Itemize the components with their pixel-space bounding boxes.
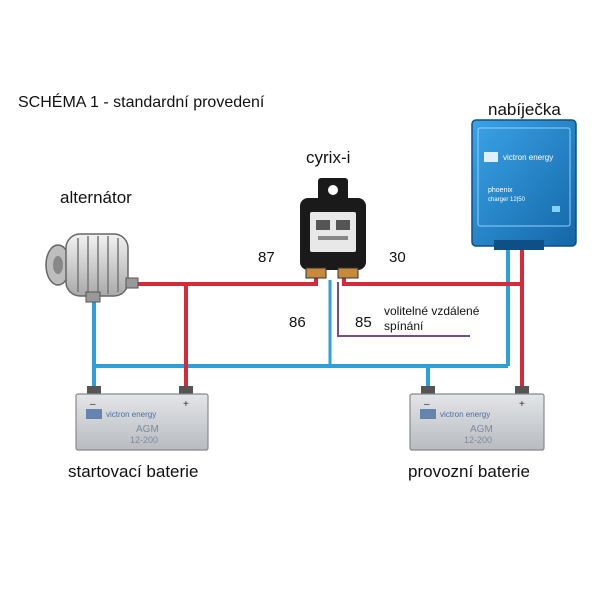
- service-battery-minus: –: [424, 399, 430, 410]
- remote-switch-note: volitelné vzdálené spínání: [384, 304, 480, 333]
- charger-model-line1: phoenix: [488, 187, 513, 194]
- start-battery-plus: +: [183, 399, 189, 410]
- charger: victron energy phoenix charger 12|50: [471, 119, 577, 250]
- control-wire-85: [337, 282, 470, 337]
- charger-brand: victron energy: [503, 153, 553, 162]
- service-battery-rating: 12-200: [464, 435, 492, 445]
- start-battery-type: AGM: [136, 424, 159, 435]
- alternator: [45, 233, 139, 303]
- start-battery-body: [75, 393, 209, 451]
- negative-wires: [92, 236, 510, 392]
- relay-label: cyrix-i: [306, 148, 351, 167]
- service-battery-logo: [420, 409, 436, 419]
- alternator-fins: [77, 236, 119, 294]
- service-battery-label: provozní baterie: [408, 462, 530, 481]
- terminal-30-label: 30: [389, 249, 406, 266]
- service-battery-type: AGM: [470, 424, 493, 435]
- charger-model-line2: charger 12|50: [488, 197, 526, 203]
- service-battery-body: [409, 393, 545, 451]
- terminal-87-label: 87: [258, 249, 275, 266]
- positive-wire-87: [138, 272, 318, 286]
- relay-terminal-30: [337, 267, 359, 279]
- alternator-mount: [85, 291, 101, 303]
- diagram-title: SCHÉMA 1 - standardní provedení: [18, 94, 265, 111]
- charger-body: [471, 119, 577, 247]
- alternator-terminal: [125, 277, 139, 289]
- cyrix-relay: [300, 178, 366, 279]
- start-battery-logo: [86, 409, 102, 419]
- start-battery: – + victron energy AGM 12-200: [75, 386, 209, 451]
- service-battery-post-pos: [515, 386, 529, 396]
- service-battery-brand: victron energy: [440, 410, 490, 419]
- relay-terminal-87: [305, 267, 327, 279]
- service-battery-post-neg: [421, 386, 435, 396]
- terminal-85-label: 85: [355, 314, 372, 331]
- charger-status-led: [552, 206, 560, 212]
- terminal-86-label: 86: [289, 314, 306, 331]
- charger-logo: [484, 152, 498, 162]
- alternator-pulley-hub: [53, 256, 63, 274]
- relay-label-plate: [310, 212, 356, 252]
- start-battery-minus: –: [90, 399, 96, 410]
- start-battery-post-pos: [179, 386, 193, 396]
- service-battery-plus: +: [519, 399, 525, 410]
- start-battery-label: startovací baterie: [68, 462, 199, 481]
- positive-wire-30: [342, 272, 522, 286]
- alternator-label: alternátor: [60, 188, 132, 207]
- start-battery-post-neg: [87, 386, 101, 396]
- service-battery: – + victron energy AGM 12-200: [409, 386, 545, 451]
- charger-label: nabíječka: [488, 100, 561, 119]
- start-battery-brand: victron energy: [106, 410, 156, 419]
- start-battery-rating: 12-200: [130, 435, 158, 445]
